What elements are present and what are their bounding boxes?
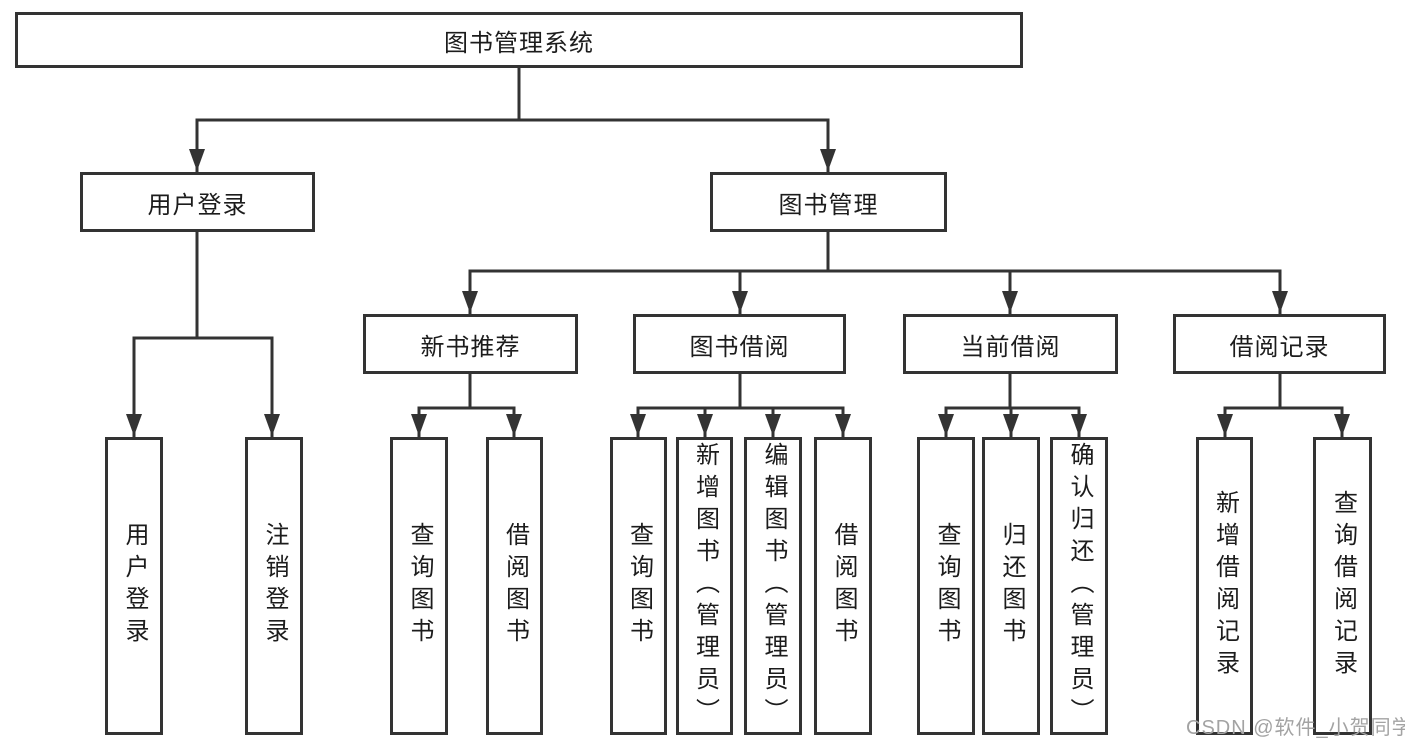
node-label: 用户登录 [147,191,248,219]
watermark-text: CSDN @软件_小贺同学 [1186,717,1405,739]
node-label: 查询图书 [933,522,960,650]
node-book-borrowing: 图书借阅 [633,314,846,374]
node-label: 新书推荐 [420,333,521,361]
leaf-borrow-books-1: 借阅图书 [486,437,543,735]
node-current-borrowing: 当前借阅 [903,314,1118,374]
node-label: 借阅图书 [501,522,529,650]
node-book-management: 图书管理 [710,172,947,232]
leaf-add-borrowing-record: 新增借阅记录 [1196,437,1253,735]
leaf-add-book-admin: 新增图书（管理员） [676,437,733,735]
leaf-borrow-books-2: 借阅图书 [814,437,872,735]
node-label: 图书管理 [778,191,879,219]
node-label: 图书借阅 [689,333,790,361]
node-library-management-system: 图书管理系统 [15,12,1023,68]
node-label: 当前借阅 [960,333,1061,361]
node-label: 查询图书 [406,522,433,650]
node-label: 图书管理系统 [444,29,594,57]
leaf-return-books: 归还图书 [982,437,1040,735]
node-label: 新增图书（管理员） [691,442,719,730]
node-label: 归还图书 [998,522,1025,650]
leaf-user-login: 用户登录 [105,437,163,735]
node-user-login: 用户登录 [80,172,315,232]
node-label: 查询借阅记录 [1329,490,1357,682]
leaf-query-books-1: 查询图书 [390,437,448,735]
node-label: 注销登录 [261,522,288,650]
leaf-confirm-return-admin: 确认归还（管理员） [1050,437,1108,735]
leaf-query-books-2: 查询图书 [610,437,667,735]
node-label: 用户登录 [121,522,148,650]
node-label: 编辑图书（管理员） [760,442,787,730]
leaf-query-borrowing-record: 查询借阅记录 [1313,437,1372,735]
leaf-edit-book-admin: 编辑图书（管理员） [744,437,802,735]
node-label: 确认归还（管理员） [1066,442,1093,730]
node-label: 新增借阅记录 [1211,490,1239,682]
node-label: 借阅记录 [1229,333,1330,361]
node-label: 借阅图书 [830,522,857,650]
node-label: 查询图书 [625,522,653,650]
node-new-book-recommendation: 新书推荐 [363,314,578,374]
node-borrowing-records: 借阅记录 [1173,314,1386,374]
leaf-query-books-3: 查询图书 [917,437,975,735]
leaf-logout: 注销登录 [245,437,303,735]
